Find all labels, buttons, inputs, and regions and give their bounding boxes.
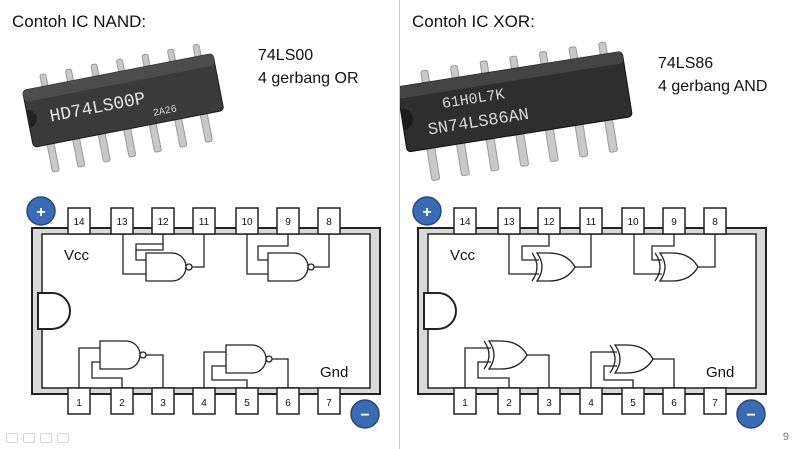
nand-pin-14: 14 bbox=[73, 217, 85, 228]
xor-diagram: 61H0L7K SN74LS86AN 14 13 12 11 10 9 8 bbox=[400, 41, 767, 429]
xor-gnd-label: Gnd bbox=[706, 364, 734, 381]
nand-pin-3: 3 bbox=[160, 398, 166, 409]
xor-gates-bottom bbox=[464, 340, 675, 388]
xor-title: Contoh IC XOR: bbox=[412, 12, 535, 31]
nand-photo-pins-bottom bbox=[46, 109, 213, 173]
nand-vcc-label: Vcc bbox=[64, 247, 90, 264]
nand-top-pins: 14 13 12 11 10 9 8 bbox=[67, 207, 341, 235]
slides-icon[interactable] bbox=[40, 433, 52, 443]
nand-pin-6: 6 bbox=[285, 398, 291, 409]
nand-pin-5: 5 bbox=[244, 398, 250, 409]
nand-chip-photo: HD74LS00P 2A26 bbox=[22, 43, 224, 173]
xor-plus-badge: + bbox=[412, 196, 442, 226]
prev-slide-icon[interactable] bbox=[6, 433, 18, 443]
nand-pin-1: 1 bbox=[76, 398, 82, 409]
xor-pin-1: 1 bbox=[462, 398, 468, 409]
pen-icon[interactable] bbox=[23, 433, 35, 443]
menu-icon[interactable] bbox=[57, 433, 69, 443]
xor-pin-4: 4 bbox=[588, 398, 594, 409]
nand-pin-7: 7 bbox=[326, 398, 332, 409]
nand-pin-9: 9 bbox=[285, 217, 291, 228]
xor-pin-14: 14 bbox=[459, 217, 471, 228]
nand-pin-13: 13 bbox=[116, 217, 128, 228]
xor-pin-5: 5 bbox=[630, 398, 636, 409]
nand-pin-2: 2 bbox=[119, 398, 125, 409]
nand-pin-8: 8 bbox=[326, 217, 332, 228]
page-number: 9 bbox=[782, 431, 789, 443]
xor-chip-photo: 61H0L7K SN74LS86AN bbox=[400, 41, 633, 181]
nand-notch bbox=[37, 292, 71, 330]
nand-pin-11: 11 bbox=[199, 217, 210, 228]
nand-part-number: 74LS00 bbox=[258, 47, 314, 64]
nand-pin-10: 10 bbox=[241, 217, 253, 228]
xor-pin-9: 9 bbox=[671, 217, 677, 228]
xor-pin-12: 12 bbox=[543, 217, 555, 228]
svg-text:−: − bbox=[360, 407, 369, 424]
xor-part-number: 74LS86 bbox=[658, 55, 714, 72]
nand-panel: Contoh IC NAND: 74LS00 4 gerbang OR bbox=[0, 0, 399, 449]
xor-pin-7: 7 bbox=[712, 398, 718, 409]
nand-pin-4: 4 bbox=[201, 398, 207, 409]
svg-text:+: + bbox=[422, 204, 431, 221]
nand-gates-bottom bbox=[78, 340, 289, 388]
xor-top-pins: 14 13 12 11 10 9 8 bbox=[453, 207, 727, 235]
nand-gnd-label: Gnd bbox=[320, 364, 348, 381]
xor-vcc-label: Vcc bbox=[450, 247, 476, 264]
nand-pin-12: 12 bbox=[157, 217, 169, 228]
nand-gates-top bbox=[122, 234, 330, 282]
xor-description: 74LS86 4 gerbang AND bbox=[658, 52, 767, 98]
nand-chip-code: 2A26 bbox=[152, 104, 178, 119]
svg-text:+: + bbox=[36, 204, 45, 221]
xor-pin-2: 2 bbox=[506, 398, 512, 409]
xor-pin-11: 11 bbox=[586, 217, 597, 228]
xor-pin-10: 10 bbox=[627, 217, 639, 228]
xor-pin-3: 3 bbox=[546, 398, 552, 409]
xor-panel: Contoh IC XOR: 74LS86 4 gerbang AND bbox=[400, 0, 799, 449]
nand-diagram: HD74LS00P 2A26 14 13 12 11 10 9 8 bbox=[22, 43, 381, 429]
xor-gates-top bbox=[508, 234, 716, 282]
xor-pin-13: 13 bbox=[503, 217, 515, 228]
nand-title: Contoh IC NAND: bbox=[12, 12, 147, 31]
nand-plus-badge: + bbox=[26, 196, 56, 226]
xor-notch bbox=[423, 292, 457, 330]
xor-gate-count: 4 gerbang AND bbox=[658, 78, 768, 95]
nand-bottom-pins: 1 2 3 4 5 6 7 bbox=[67, 387, 341, 415]
svg-text:−: − bbox=[746, 407, 755, 424]
nand-minus-badge: − bbox=[350, 399, 380, 429]
nand-gate-count: 4 gerbang OR bbox=[258, 70, 359, 87]
xor-pin-8: 8 bbox=[712, 217, 718, 228]
slide-toolbar bbox=[6, 433, 69, 443]
panel-divider bbox=[399, 0, 400, 449]
xor-pin-6: 6 bbox=[671, 398, 677, 409]
nand-description: 74LS00 4 gerbang OR bbox=[258, 44, 359, 90]
xor-minus-badge: − bbox=[736, 399, 766, 429]
